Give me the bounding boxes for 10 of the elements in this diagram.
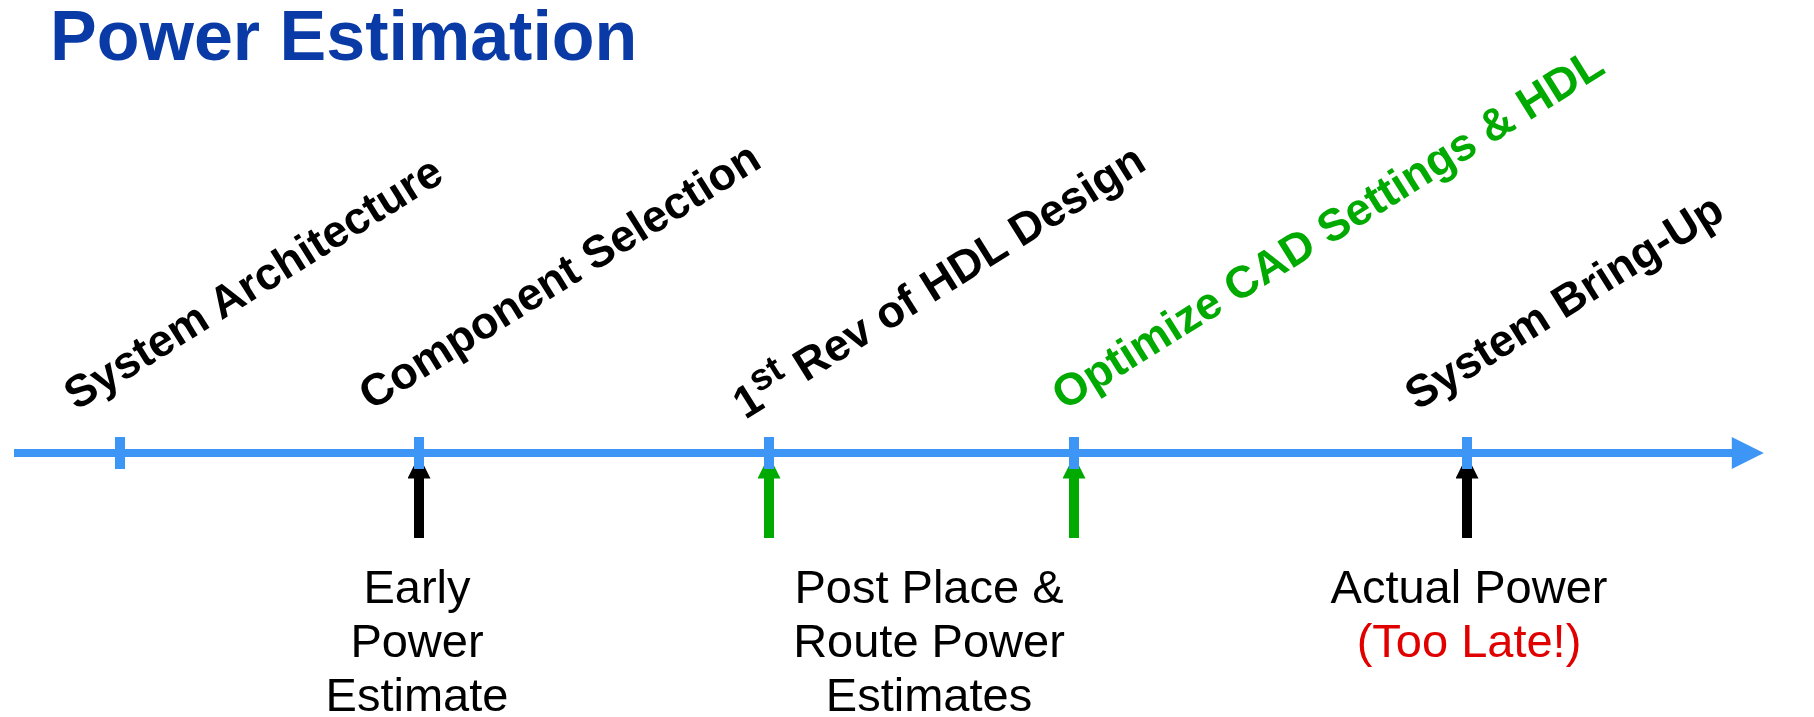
- timeline-tick: [1462, 437, 1472, 469]
- estimate-label: (Too Late!): [1355, 614, 1583, 669]
- timeline-tick: [1069, 437, 1079, 469]
- timeline-tick: [414, 437, 424, 469]
- estimate-label: Actual Power: [1329, 560, 1609, 615]
- estimate-label: Post Place & Route Power Estimates: [759, 560, 1099, 717]
- timeline-tick: [115, 437, 125, 469]
- timeline-tick: [764, 437, 774, 469]
- title: Power Estimation: [50, 0, 638, 76]
- estimate-label: Early Power Estimate: [297, 560, 537, 717]
